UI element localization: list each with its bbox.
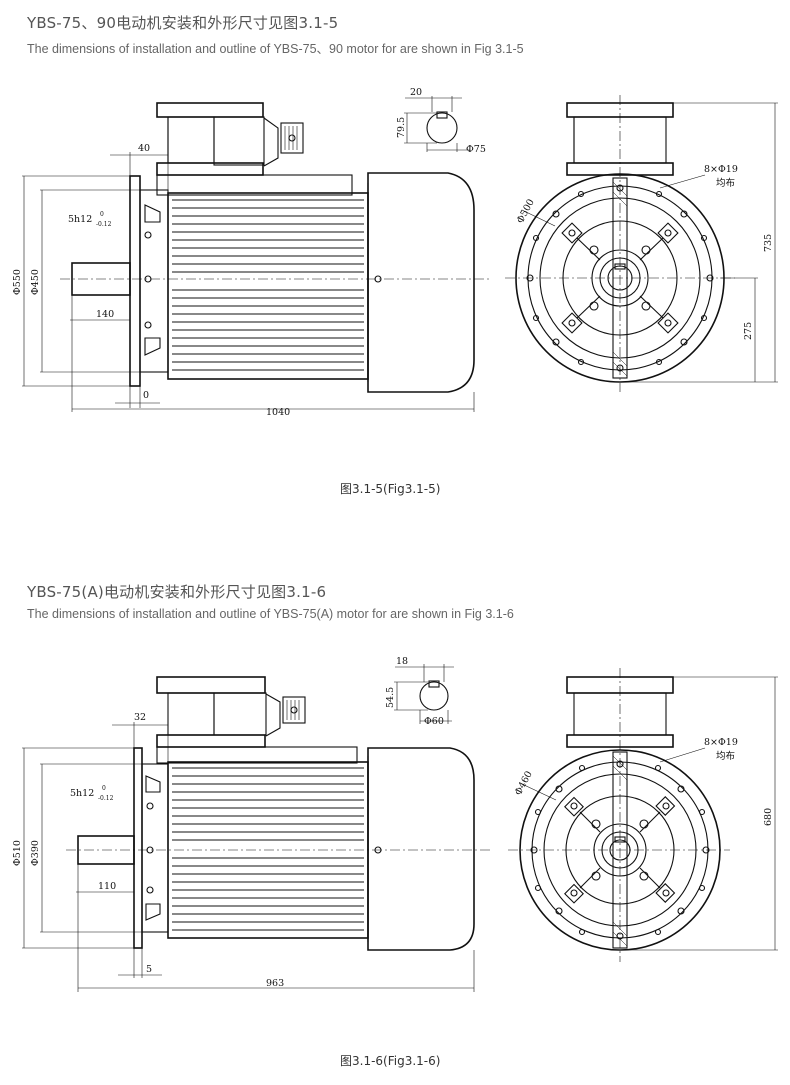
dim-spigot-dia: Φ450 bbox=[30, 269, 41, 295]
dim-key-width: 18 bbox=[396, 656, 408, 667]
section1-caption: 图3.1-5(Fig3.1-5) bbox=[340, 482, 441, 496]
dim-shaft-dia: Φ75 bbox=[466, 144, 486, 155]
dim-shaft-tol-lower: -0.12 bbox=[96, 221, 112, 228]
dim-spigot-gap: 0 bbox=[143, 390, 149, 401]
dim-shaft-length: 110 bbox=[98, 881, 116, 892]
dim-holes-note: 均布 bbox=[716, 177, 735, 189]
dim-key-depth: 79.5 bbox=[396, 117, 407, 138]
side-view: 32 5h12 0 -0.12 Φ510 Φ390 110 5 963 bbox=[12, 676, 490, 992]
section1-title-en: The dimensions of installation and outli… bbox=[27, 42, 524, 56]
dim-key-depth: 54.5 bbox=[385, 687, 396, 708]
dim-height: 680 bbox=[763, 808, 774, 826]
section2-caption: 图3.1-6(Fig3.1-6) bbox=[340, 1054, 441, 1068]
dim-shaft-length: 140 bbox=[96, 309, 114, 320]
dim-shaft-tol-lower: -0.12 bbox=[98, 795, 114, 802]
cooling-fins bbox=[172, 767, 364, 931]
dim-flange-offset: 32 bbox=[134, 712, 146, 723]
key-detail: 20 79.5 Φ75 bbox=[396, 87, 486, 155]
figure-3-1-6: 32 5h12 0 -0.12 Φ510 Φ390 110 5 963 18 5… bbox=[12, 656, 778, 992]
front-view: 735 275 8×Φ19 均布 Φ500 bbox=[505, 95, 778, 392]
side-view: 40 5h12 0 -0.12 Φ550 Φ450 140 0 1040 bbox=[12, 102, 490, 418]
dim-outer-dia: Φ510 bbox=[12, 840, 23, 866]
dim-spigot-dia: Φ390 bbox=[30, 840, 41, 866]
dim-holes: 8×Φ19 bbox=[704, 737, 738, 748]
dim-flange-offset: 40 bbox=[138, 143, 150, 154]
dim-spigot-gap: 5 bbox=[146, 964, 152, 975]
dim-holes: 8×Φ19 bbox=[704, 164, 738, 175]
figure-3-1-5: 40 5h12 0 -0.12 Φ550 Φ450 140 0 1040 20 … bbox=[12, 87, 778, 418]
dim-shaft-tol-upper: 0 bbox=[102, 785, 106, 792]
dim-shaft-dia: Φ60 bbox=[424, 716, 444, 727]
dim-total-length: 963 bbox=[266, 978, 284, 989]
dim-outer-dia: Φ550 bbox=[12, 269, 23, 295]
cooling-fins bbox=[172, 199, 364, 371]
dim-key-width: 20 bbox=[410, 87, 422, 98]
dim-shaft-tol: 5h12 bbox=[70, 788, 94, 799]
dim-height: 735 bbox=[763, 234, 774, 252]
section1-title-cn: YBS-75、90电动机安装和外形尺寸见图3.1-5 bbox=[27, 14, 339, 32]
front-view: 680 8×Φ19 均布 Φ460 bbox=[508, 668, 778, 962]
section2-title-cn: YBS-75(A)电动机安装和外形尺寸见图3.1-6 bbox=[27, 583, 327, 601]
dim-shaft-tol-upper: 0 bbox=[100, 211, 104, 218]
dim-holes-note: 均布 bbox=[716, 750, 735, 762]
section2-title-en: The dimensions of installation and outli… bbox=[27, 607, 514, 621]
dim-total-length: 1040 bbox=[266, 407, 290, 418]
dim-pcd: Φ460 bbox=[513, 769, 535, 797]
dim-shaft-tol: 5h12 bbox=[68, 214, 92, 225]
dim-center-height: 275 bbox=[743, 322, 754, 340]
key-detail: 18 54.5 Φ60 bbox=[385, 656, 454, 727]
